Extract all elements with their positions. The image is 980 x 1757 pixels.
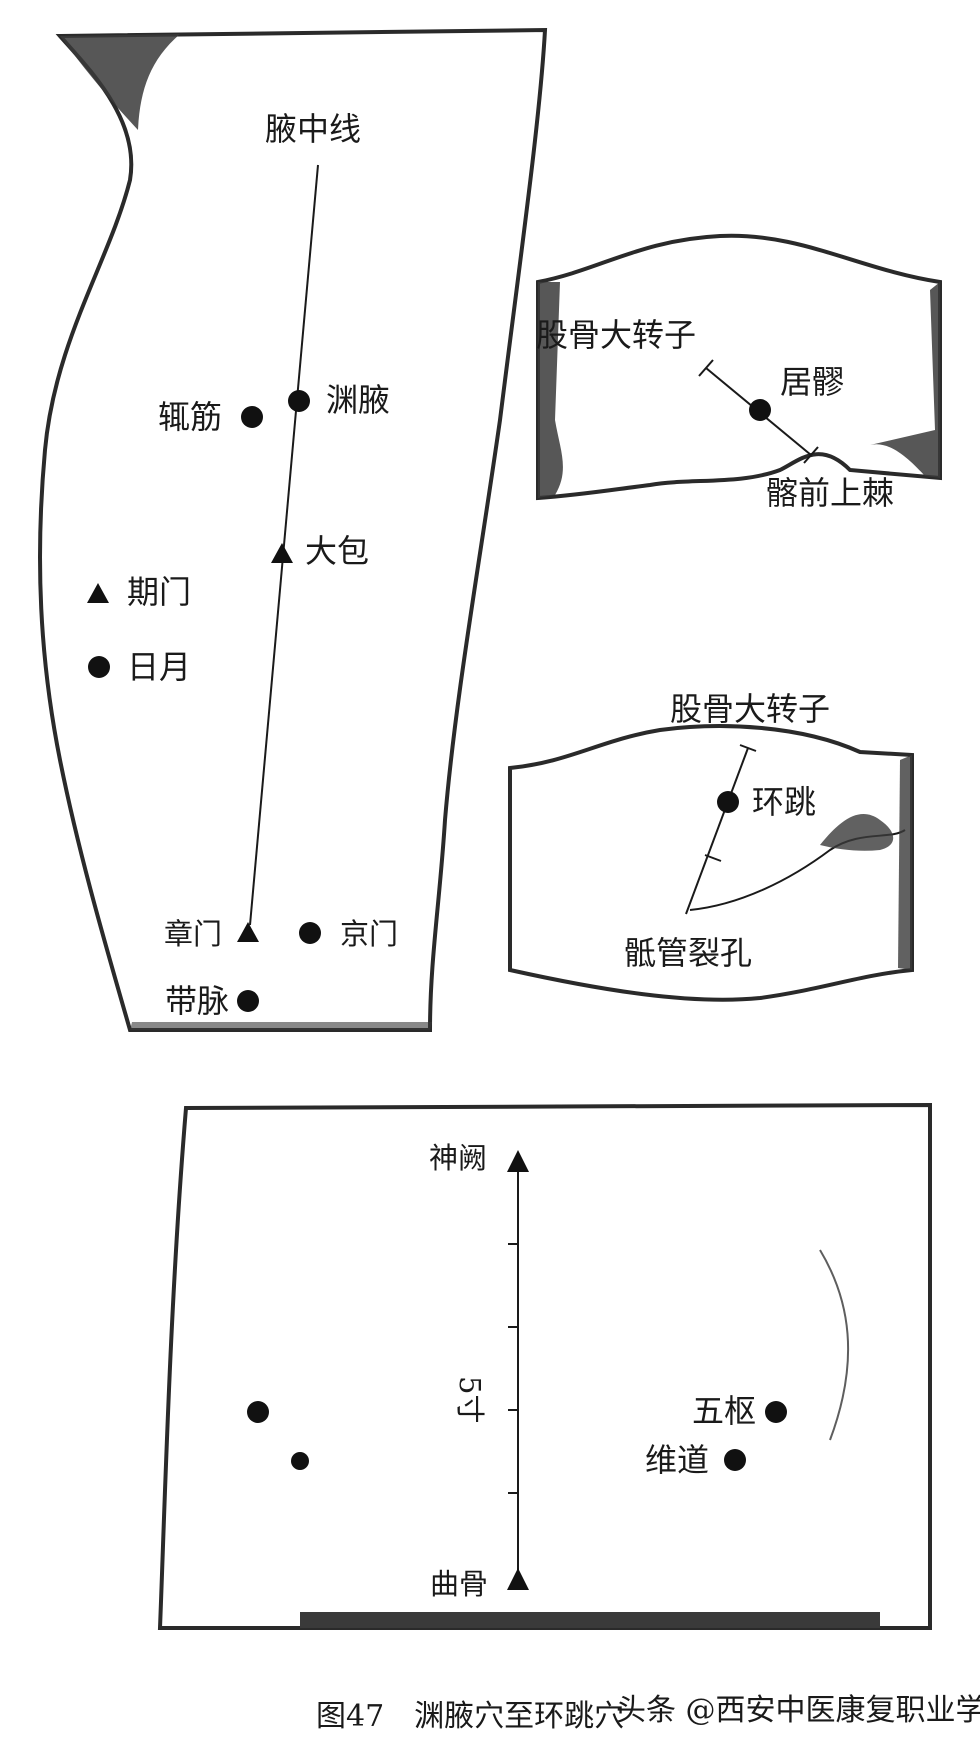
juliao-landmark-top: 股骨大转子	[536, 316, 696, 354]
shenque-label: 神阙	[429, 1141, 487, 1175]
daimai-point	[237, 990, 259, 1012]
qugu-point	[507, 1568, 529, 1590]
huantiao-notch	[820, 814, 894, 851]
zhejin-point	[241, 406, 263, 428]
jingmen-label: 京门	[340, 917, 398, 951]
qimen-point	[87, 583, 109, 603]
yuanye-point	[288, 390, 310, 412]
weidao-label: 维道	[645, 1441, 709, 1479]
axillary-line-label: 腋中线	[265, 110, 361, 148]
huantiao-landmark-top: 股骨大转子	[670, 690, 830, 728]
abdomen-shading-bottom	[300, 1612, 880, 1628]
axillary-line	[249, 164, 319, 926]
juliao-tick-bottom	[803, 446, 819, 464]
huantiao-tick-top	[739, 744, 757, 752]
left-upper-point	[247, 1401, 269, 1423]
dabao-label: 大包	[305, 532, 369, 570]
torso-panel: 腋中线 辄筋 渊腋 大包 期门 日月 章门 京门 带脉	[38, 27, 548, 1032]
juliao-tick-top	[698, 359, 714, 377]
huantiao-shading-right	[898, 755, 912, 970]
left-lower-point	[291, 1452, 309, 1470]
shenque-point	[507, 1150, 529, 1172]
juliao-landmark-bottom: 髂前上棘	[766, 474, 894, 512]
huantiao-axis	[685, 747, 749, 915]
zhejin-label: 辄筋	[158, 398, 222, 436]
abdomen-contour	[819, 1249, 850, 1441]
daimai-label: 带脉	[165, 982, 229, 1020]
huantiao-tick-mid	[704, 854, 722, 862]
huantiao-point	[717, 791, 739, 813]
juliao-shading-left	[538, 282, 563, 498]
abdomen-outline	[157, 1102, 932, 1630]
juliao-panel: 股骨大转子 居髎 髂前上棘	[536, 233, 942, 512]
qugu-label: 曲骨	[430, 1567, 488, 1601]
juliao-shading-right	[870, 282, 940, 478]
figure-caption: 图47 渊腋穴至环跳穴	[316, 1699, 624, 1734]
juliao-outline	[536, 233, 942, 501]
huantiao-label: 环跳	[752, 783, 816, 821]
jingmen-point	[299, 922, 321, 944]
torso-outline	[38, 27, 548, 1032]
juliao-label: 居髎	[780, 363, 844, 401]
riyue-label: 日月	[127, 648, 191, 686]
huantiao-panel: 股骨大转子 环跳 骶管裂孔	[508, 690, 914, 1002]
measure-label: 5寸	[453, 1376, 487, 1423]
torso-shading-top	[60, 34, 180, 130]
weidao-point	[724, 1449, 746, 1471]
riyue-point	[88, 656, 110, 678]
zhangmen-point	[237, 922, 259, 942]
juliao-point	[749, 399, 771, 421]
watermark: 头条 @西安中医康复职业学校	[616, 1693, 980, 1728]
yuanye-label: 渊腋	[326, 381, 390, 419]
torso-shading-bottom	[130, 1022, 432, 1030]
dabao-point	[271, 543, 293, 563]
abdomen-panel: 神阙 5寸 五枢 维道 曲骨	[157, 1102, 932, 1630]
zhangmen-label: 章门	[164, 917, 222, 951]
huantiao-landmark-bottom: 骶管裂孔	[624, 934, 752, 972]
wushu-point	[765, 1401, 787, 1423]
qimen-label: 期门	[127, 573, 191, 611]
wushu-label: 五枢	[692, 1392, 756, 1430]
